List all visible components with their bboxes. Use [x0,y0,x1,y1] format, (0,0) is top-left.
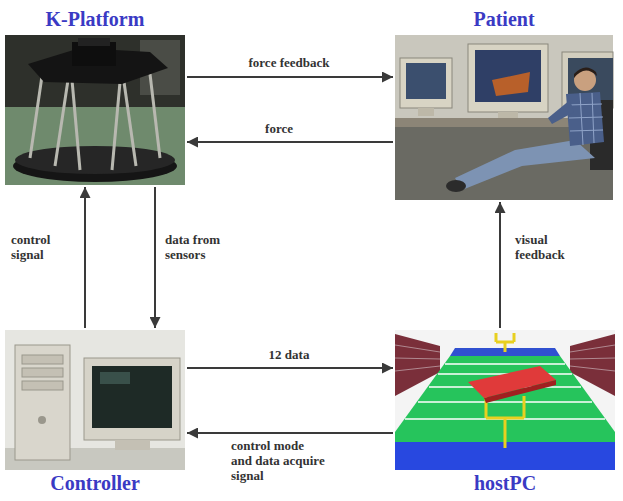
patient-photo-part [475,50,541,102]
patient-photo [395,35,613,200]
football-field-scene-part-part [495,333,498,342]
football-field-scene-part-part [570,366,615,371]
patient-photo-part [406,63,446,99]
football-field-scene-part-part [395,358,440,359]
patient-photo-part-part [569,117,603,118]
signal-arrow [154,187,156,328]
panel-heading: hostPC [365,472,623,495]
platform-photo-part-part [124,82,136,166]
patient-photo-part [548,100,574,124]
patient-photo-part [468,44,548,112]
platform-photo [5,35,185,185]
platform-photo-part [5,35,185,185]
football-field-scene-part-part [513,333,516,342]
controller-photo-part [38,416,46,424]
platform-photo-part [15,146,175,174]
football-field-scene-part [484,380,556,403]
signal-label: control mode and data acquire signal [230,438,328,483]
platform-photo-part-part [150,74,160,158]
football-field-scene-part-part [395,366,440,371]
signal-arrow [187,76,393,78]
platform-photo-part-part [30,76,42,158]
controller-photo-part [22,381,63,390]
patient-photo-part [395,35,613,200]
football-field-scene-part-part [486,417,524,420]
patient-photo-part [566,92,604,146]
signal-arrow [187,432,393,434]
photo-panel: Patient [395,35,613,200]
football-field-scene-part-part [496,341,514,344]
platform-photo-part-part [112,82,120,170]
patient-photo-part-part [580,93,583,145]
signal-arrow [187,367,393,369]
football-field-scene-part-part [395,345,440,352]
patient-photo-part-part [592,93,594,143]
signal-label: force [264,121,294,136]
football-field-scene-part-part [445,363,565,365]
controller-photo-part [100,372,130,384]
signal-arrow [187,141,393,143]
football-field-scene-part-part [570,345,615,352]
football-field-scene-part [395,330,615,470]
signal-arrow [499,202,501,328]
football-field-scene-part-part [523,396,526,418]
panel-heading: Controller [0,472,215,495]
controller-photo [5,330,185,470]
signal-label: data from sensors [164,232,256,262]
patient-photo-part [400,58,452,108]
patient-photo-part-part [570,130,603,131]
signal-label: force feedback [248,55,331,70]
photo-panel: K-Platform [5,35,185,185]
controller-photo-part [15,345,70,460]
controller-photo-part [115,440,150,450]
platform-photo-part [5,35,185,107]
patient-photo-part [446,180,466,192]
signal-arrow [84,187,86,328]
platform-photo-part [30,74,160,170]
controller-photo-part [5,330,185,470]
football-field-scene-part-part [418,401,592,403]
platform-photo-part-part [55,80,68,166]
football-field-scene [395,330,615,470]
patient-photo-part-part [568,104,602,105]
photo-panel: Controller [5,330,185,470]
signal-label: visual feedback [514,232,588,262]
platform-photo-part [78,38,110,46]
signal-label: 12 data [268,347,311,362]
photo-panel: hostPC [395,330,615,470]
patient-photo-part [568,93,603,145]
football-field-scene-part [405,364,605,419]
panel-heading: K-Platform [0,8,215,31]
controller-photo-part [22,355,63,364]
controller-photo-part [84,358,180,440]
patient-photo-part [492,72,530,96]
football-field-scene-part-part [570,358,615,359]
platform-photo-part-part [72,80,80,170]
panel-heading: Patient [365,8,623,31]
patient-photo-part [574,67,597,78]
controller-photo-part [92,366,172,428]
signal-label: control signal [10,232,80,262]
controller-photo-part [22,368,63,377]
patient-photo-part [455,140,595,190]
patient-photo-part [418,108,434,116]
football-field-scene-part-part [504,418,507,448]
